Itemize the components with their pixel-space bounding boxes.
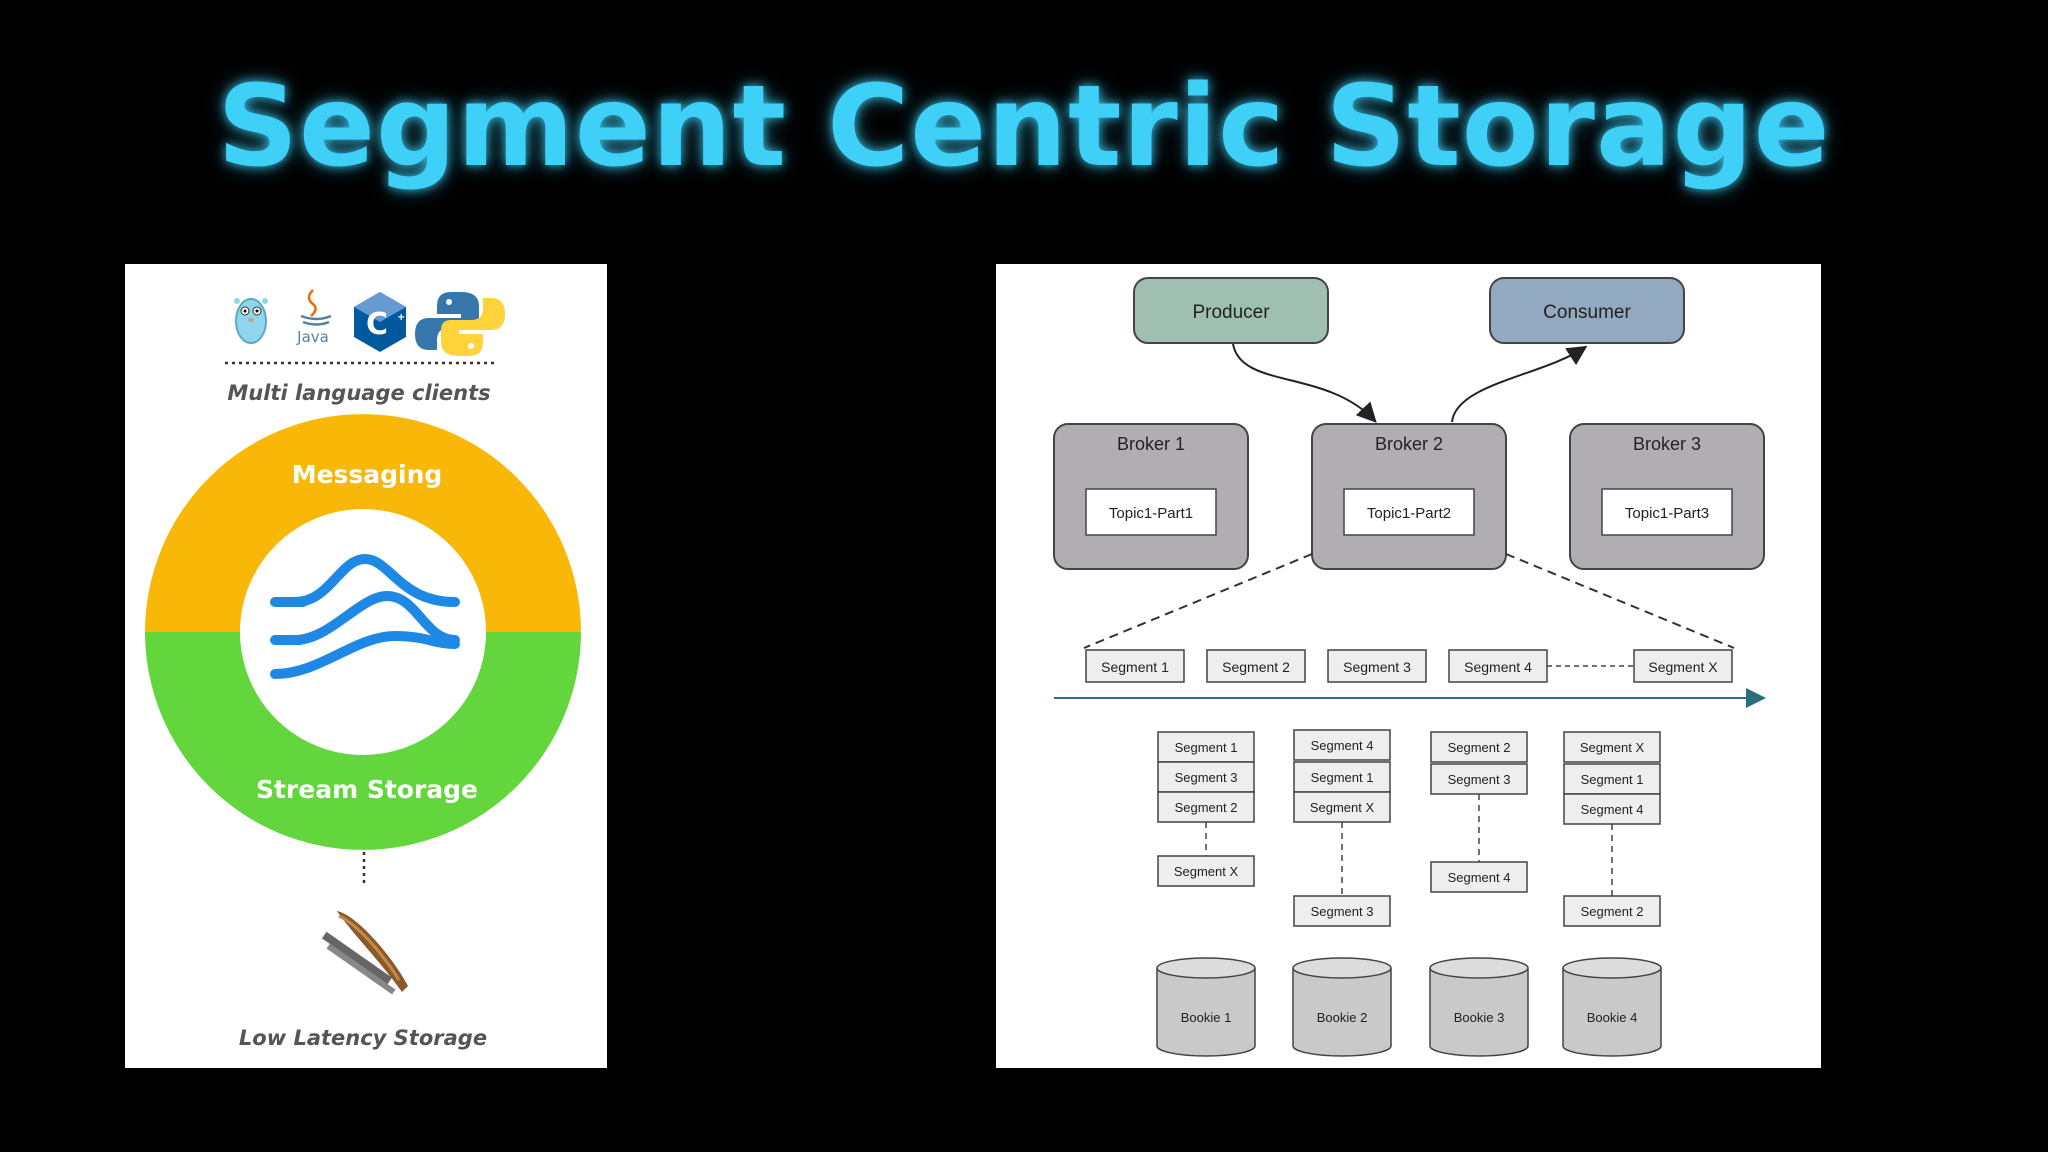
pulsar-overview-panel: Java C ++ Multi language clients Messagi… [125,264,607,1068]
bookie-segment: Segment X [1174,864,1239,879]
storage-caption: Low Latency Storage [239,1026,487,1050]
slide-title: Segment Centric Storage [217,62,1831,192]
broker-2: Broker 2 Topic1-Part2 [1311,423,1507,570]
segment-row-item: Segment X [1648,659,1718,675]
broker-2-label: Broker 2 [1375,434,1443,454]
producer-node: Producer [1133,277,1329,344]
bookie-segment: Segment 2 [1448,740,1511,755]
bookie-column-2: Segment 4 Segment 1 Segment X Segment 3 … [1292,729,1392,1057]
broker-3-label: Broker 3 [1633,434,1701,454]
consumer-label: Consumer [1543,302,1631,323]
messaging-label: Messaging [292,460,443,489]
gopher-icon [234,298,268,344]
broker-2-topic: Topic1-Part2 [1367,505,1451,522]
broker-1: Broker 1 Topic1-Part1 [1053,423,1249,570]
expansion-line-right [1505,553,1735,649]
ring-center [240,509,486,755]
bookie-segment: Segment 4 [1311,738,1374,753]
bookie-1-label: Bookie 1 [1181,1010,1232,1025]
cpp-icon: C ++ [354,292,414,352]
broker-1-topic: Topic1-Part1 [1109,505,1193,522]
segment-row-item: Segment 1 [1101,659,1169,675]
pulsar-logo-icon [270,553,460,679]
bookie-segment: Segment 1 [1581,772,1644,787]
bookie-column-1: Segment 1 Segment 3 Segment 2 Segment X … [1156,731,1256,1057]
stream-storage-label: Stream Storage [256,775,478,804]
broker-1-label: Broker 1 [1117,434,1185,454]
bookkeeper-feather-icon [321,911,408,995]
bookie-segment: Segment X [1310,800,1375,815]
python-icon [415,292,505,356]
bookie-segment: Segment 3 [1311,904,1374,919]
consumer-arrow [1451,345,1588,423]
clients-caption: Multi language clients [227,381,490,405]
bookie-segment: Segment X [1580,740,1645,755]
producer-arrow [1232,343,1377,423]
segment-row-item: Segment 4 [1464,659,1532,675]
bookie-3-label: Bookie 3 [1454,1010,1505,1025]
bookie-segment: Segment 4 [1448,870,1511,885]
svg-text:++: ++ [397,312,414,323]
producer-label: Producer [1192,302,1270,323]
bookie-2-label: Bookie 2 [1317,1010,1368,1025]
broker-3-topic: Topic1-Part3 [1625,505,1709,522]
cpp-label: C [366,307,388,342]
bookie-4-label: Bookie 4 [1587,1010,1638,1025]
segment-row: Segment 1 Segment 2 Segment 3 Segment 4 … [1085,649,1733,683]
bookie-segment: Segment 1 [1311,770,1374,785]
bookie-segment: Segment 4 [1581,802,1644,817]
java-icon: Java [296,289,332,346]
bookie-segment: Segment 3 [1175,770,1238,785]
bookie-column-3: Segment 2 Segment 3 Segment 4 Bookie 3 [1429,731,1529,1057]
bookie-segment: Segment 3 [1448,772,1511,787]
bookie-column-4: Segment X Segment 1 Segment 4 Segment 2 … [1562,731,1662,1057]
bookie-segment: Segment 2 [1175,800,1238,815]
architecture-panel: Producer Consumer Broker 1 Topic1-Part1 … [996,264,1821,1068]
consumer-node: Consumer [1489,277,1685,344]
segment-row-item: Segment 3 [1343,659,1411,675]
bookie-segment: Segment 1 [1175,740,1238,755]
broker-3: Broker 3 Topic1-Part3 [1569,423,1765,570]
bookie-segment: Segment 2 [1581,904,1644,919]
expansion-line-left [1083,553,1313,649]
java-label: Java [296,328,329,346]
segment-row-item: Segment 2 [1222,659,1290,675]
